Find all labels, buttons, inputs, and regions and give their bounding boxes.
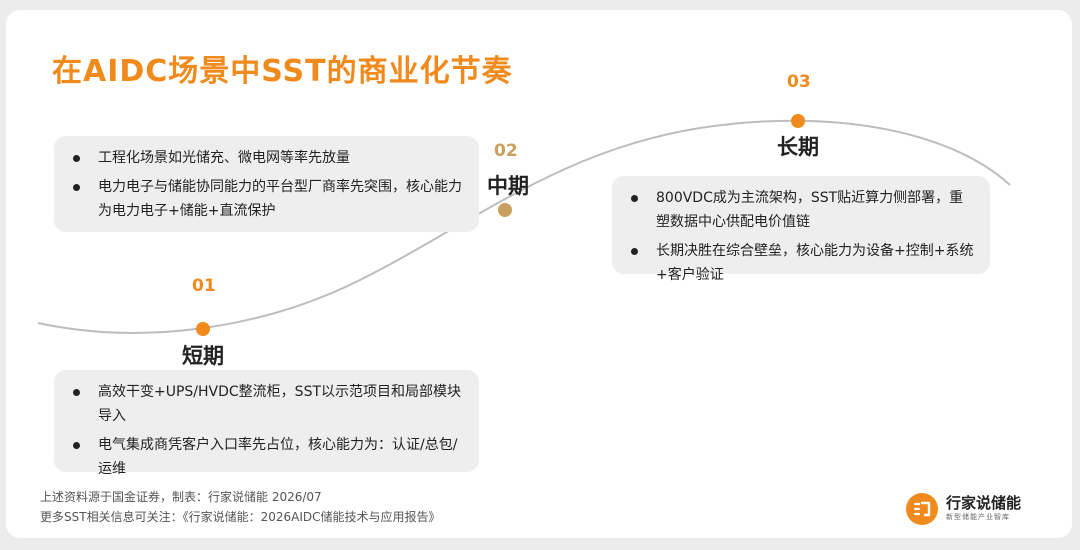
stage-number-short: 01 [192, 276, 216, 296]
bullet-item: 长期决胜在综合壁垒，核心能力为设备+控制+系统+客户验证 [626, 239, 976, 287]
footer-source: 上述资料源于国金证券，制表：行家说储能 2026/07 [40, 490, 322, 504]
stage-label-mid: 中期 [487, 174, 529, 198]
stage-label-short: 短期 [182, 344, 224, 368]
stage-number-long: 03 [787, 72, 811, 92]
bullet-item: 800VDC成为主流架构，SST贴近算力侧部署，重塑数据中心供配电价值链 [626, 186, 976, 234]
stage-box-long: 800VDC成为主流架构，SST贴近算力侧部署，重塑数据中心供配电价值链 长期决… [612, 176, 990, 283]
stage-box-mid: 工程化场景如光储充、微电网等率先放量 电力电子与储能协同能力的平台型厂商率先突围… [54, 136, 479, 232]
bullet-item: 电力电子与储能协同能力的平台型厂商率先突围，核心能力为电力电子+储能+直流保护 [68, 175, 465, 223]
logo-name: 行家说储能 [946, 494, 1022, 512]
logo-mark-icon [906, 493, 938, 525]
page-title: 在AIDC场景中SST的商业化节奏 [52, 54, 513, 89]
footer-more: 更多SST相关信息可关注：《行家说储能：2026AIDC储能技术与应用报告》 [40, 510, 441, 524]
brand-logo: 行家说储能 新型储能产业智库 [906, 491, 1026, 527]
bullet-item: 工程化场景如光储充、微电网等率先放量 [68, 146, 465, 170]
logo-subtitle: 新型储能产业智库 [946, 513, 1010, 521]
bullet-item: 电气集成商凭客户入口率先占位，核心能力为：认证/总包/运维 [68, 433, 465, 481]
stage-number-mid: 02 [494, 141, 518, 161]
stage-box-short: 高效干变+UPS/HVDC整流柜，SST以示范项目和局部模块导入 电气集成商凭客… [54, 370, 479, 477]
bullet-item: 高效干变+UPS/HVDC整流柜，SST以示范项目和局部模块导入 [68, 380, 465, 428]
stage-label-long: 长期 [777, 135, 819, 159]
